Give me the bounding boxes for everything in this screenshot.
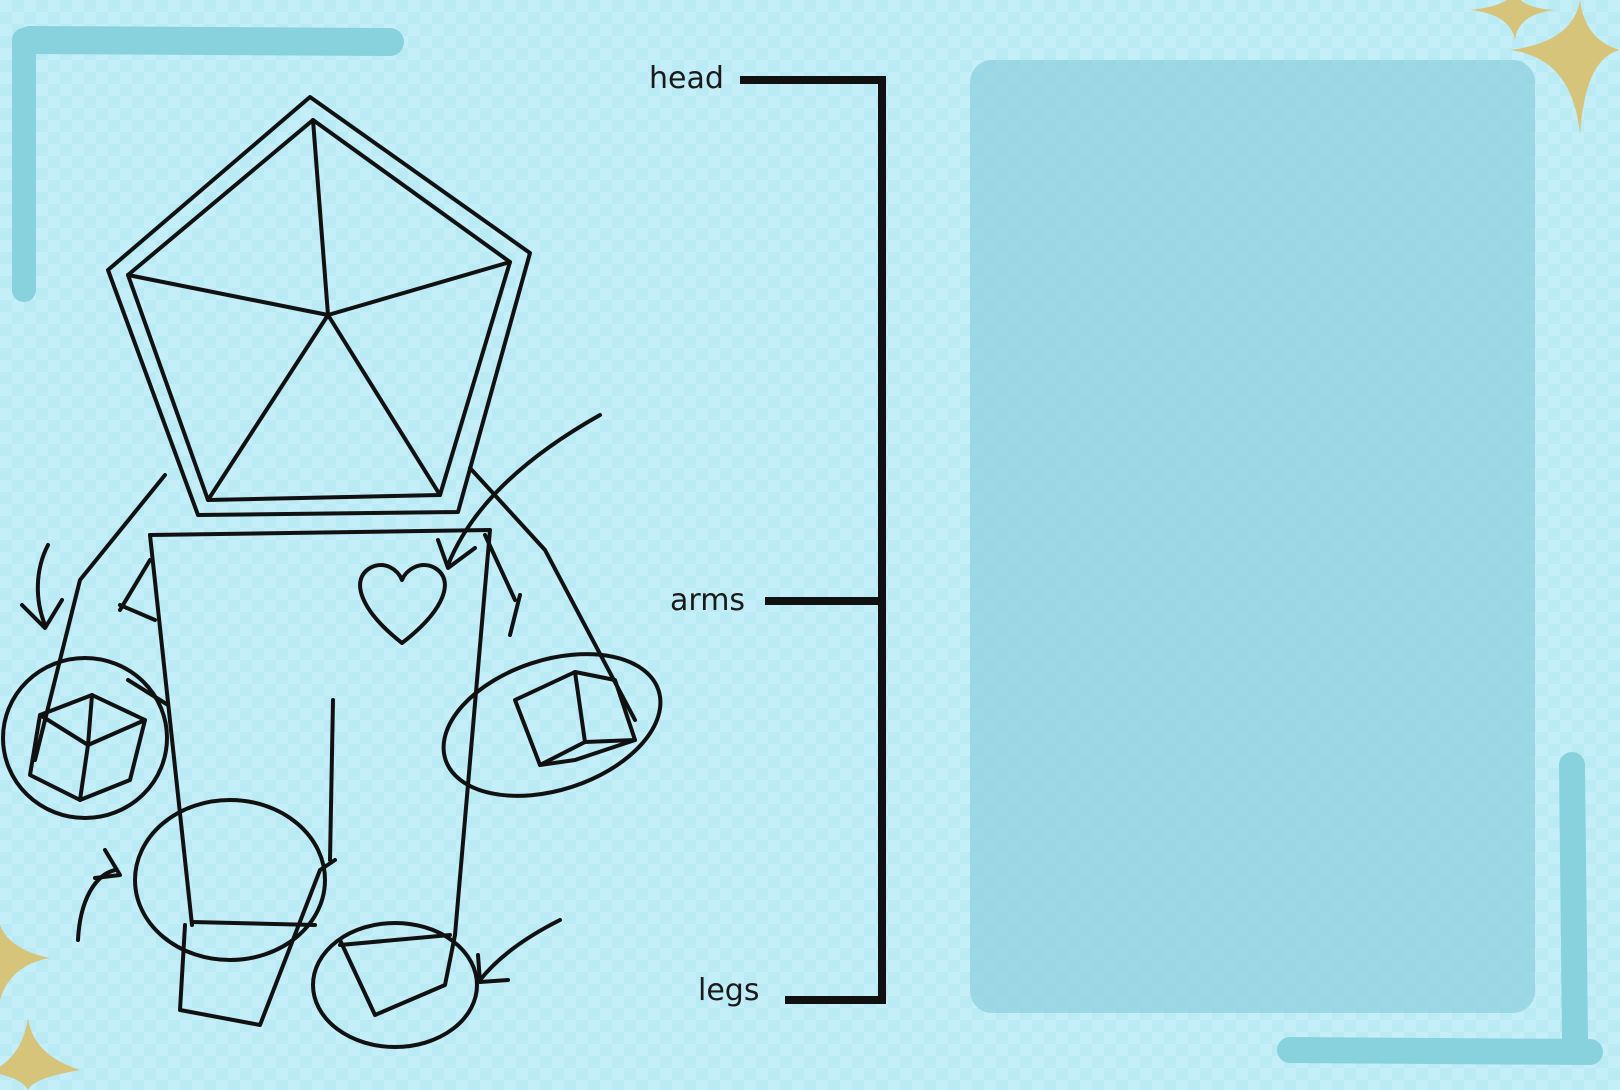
star-icon [1470, 0, 1555, 40]
robot-head-inner [126, 118, 512, 502]
label-head: head [649, 61, 724, 96]
brush-corner-bottom-right [1277, 752, 1603, 1065]
heart-icon [358, 563, 447, 645]
left-leg [178, 858, 337, 1027]
highlight-circle [133, 798, 327, 962]
highlight-circle [1, 656, 169, 820]
label-arms: arms [670, 583, 746, 618]
label-legs: legs [698, 973, 760, 1008]
empty-notes-panel [970, 60, 1535, 1013]
arrow-icon [446, 413, 602, 567]
arrow-icon [478, 918, 562, 982]
arrow-icon [76, 868, 117, 942]
highlight-circle [311, 921, 479, 1049]
arrow-icon [35, 543, 50, 627]
star-icon [0, 1018, 80, 1090]
label-bracket [740, 76, 886, 1004]
brush-corner-top-left [12, 26, 404, 302]
star-icon [1510, 0, 1620, 135]
robot-torso [148, 528, 492, 937]
right-leg [338, 933, 457, 1017]
robot-head-outer [106, 95, 532, 517]
star-icon [0, 925, 50, 1000]
robot-sketch [1, 95, 663, 1049]
highlight-circle [441, 652, 663, 798]
